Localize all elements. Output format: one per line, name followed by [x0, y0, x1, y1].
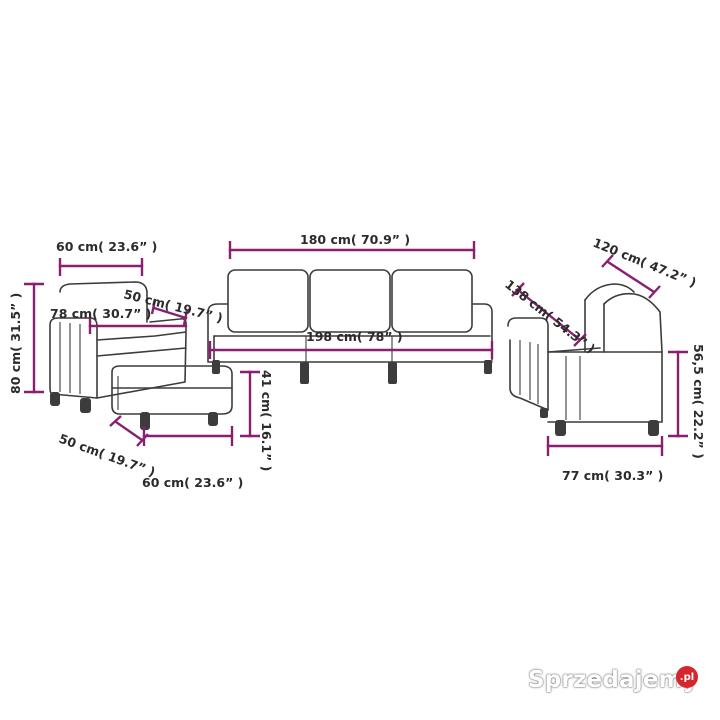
dim-two-seater-seat-width [601, 254, 661, 299]
dim-two-seater-total-width [511, 282, 587, 347]
dim-footstool-width [142, 426, 234, 446]
label-footstool-width: 60 cm( 23.6” ) [142, 475, 243, 490]
armchair-leg-icon [50, 392, 60, 406]
watermark: Sprzedajemy [528, 662, 698, 698]
sofa-leg-icon [648, 420, 659, 436]
label-two-seater-depth: 77 cm( 30.3” ) [562, 468, 663, 483]
label-two-seater-total-width: 138 cm( 54.3” ) [502, 277, 598, 357]
sofa-leg-icon [212, 360, 220, 374]
sofa-leg-icon [555, 420, 566, 436]
label-footstool-height: 41 cm( 16.1” ) [259, 370, 274, 471]
dim-three-seater-seat-width [228, 241, 476, 259]
sofa-leg-icon [540, 408, 548, 418]
dim-footstool-height [240, 370, 260, 438]
dim-three-seater-total-width [208, 341, 494, 359]
watermark-badge-icon: .pl [676, 666, 698, 688]
label-footstool-depth: 50 cm( 19.7” ) [57, 431, 157, 480]
footstool-leg-icon [208, 412, 218, 426]
footstool-leg-icon [140, 412, 150, 430]
dim-armchair-width [58, 258, 144, 276]
sofa-leg-icon [388, 362, 397, 384]
label-three-seater-seat-width: 180 cm( 70.9” ) [300, 232, 410, 247]
label-two-seater-height: 56,5 cm( 22.2” ) [691, 344, 706, 459]
label-armchair-height: 80 cm( 31.5” ) [8, 293, 23, 394]
footstool-drawing [111, 365, 233, 430]
two-seater-drawing [507, 283, 663, 436]
label-armchair-width: 60 cm( 23.6” ) [56, 239, 157, 254]
dim-footstool-depth [109, 415, 149, 447]
dim-two-seater-depth [546, 436, 664, 456]
dim-armchair-depth [88, 318, 188, 334]
label-three-seater-total-width: 198 cm( 78” ) [306, 329, 403, 344]
dim-armchair-seat-depth [150, 299, 189, 326]
sofa-leg-icon [484, 360, 492, 374]
dim-armchair-height [24, 282, 44, 394]
sofa-leg-icon [300, 362, 309, 384]
three-seater-drawing [207, 269, 493, 384]
watermark-text: Sprzedajemy [528, 667, 698, 693]
dim-two-seater-height [668, 350, 688, 438]
armchair-leg-icon [80, 398, 91, 413]
label-armchair-depth: 78 cm( 30.7” ) [50, 306, 151, 321]
